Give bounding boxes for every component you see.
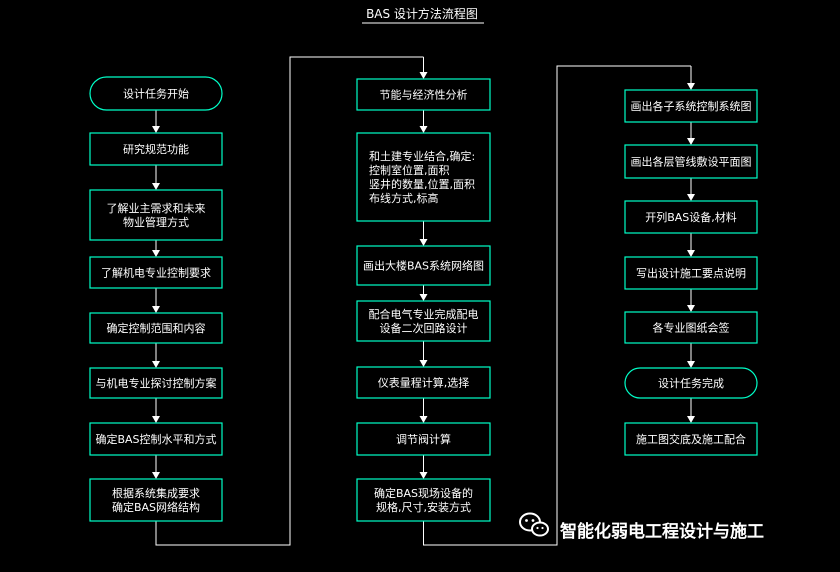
process-box	[624, 256, 758, 290]
node-label: 布线方式,标高	[369, 191, 439, 205]
node-label: 调节阀计算	[396, 432, 451, 446]
node-label: 仪表量程计算,选择	[378, 376, 470, 390]
node-label: 研究规范功能	[123, 142, 189, 156]
process-box	[89, 367, 223, 399]
flow-node: 仪表量程计算,选择	[356, 366, 491, 399]
terminal-shape	[624, 367, 758, 399]
flow-node: 画出各层管线敷设平面图	[624, 144, 758, 179]
flow-node: 研究规范功能	[89, 132, 223, 166]
node-label: 节能与经济性分析	[380, 88, 468, 102]
process-box	[356, 245, 491, 286]
node-label: 和土建专业结合,确定:	[369, 149, 475, 163]
process-box	[356, 422, 491, 456]
process-box	[89, 189, 223, 241]
node-label: 确定BAS现场设备的	[374, 486, 473, 500]
flow-node: 开列BAS设备,材料	[624, 200, 758, 234]
node-label: 根据系统集成要求	[112, 486, 200, 500]
flow-node: 了解机电专业控制要求	[89, 256, 223, 289]
node-label: 写出设计施工要点说明	[636, 266, 746, 280]
watermark-text: 智能化弱电工程设计与施工	[560, 521, 764, 542]
flow-node: 节能与经济性分析	[356, 78, 491, 111]
process-box	[356, 78, 491, 111]
process-box	[356, 132, 491, 222]
flow-node: 施工图交底及施工配合	[624, 422, 758, 456]
node-label: 配合电气专业完成配电	[369, 307, 479, 321]
process-box	[624, 200, 758, 234]
flow-node: 与机电专业探讨控制方案	[89, 367, 223, 399]
node-label: 了解业主需求和未来	[107, 201, 206, 215]
process-box	[356, 366, 491, 399]
column-connector-2-3	[423, 65, 691, 546]
flow-node: 调节阀计算	[356, 422, 491, 456]
node-label: 各专业图纸会签	[653, 321, 730, 335]
node-label: 设计任务完成	[658, 376, 724, 390]
wechat-icon	[519, 512, 549, 537]
connectors	[152, 56, 695, 546]
node-label: 与机电专业探讨控制方案	[96, 376, 217, 390]
node-label: 画出各子系统控制系统图	[631, 99, 752, 113]
process-box	[89, 478, 223, 522]
flow-node: 设计任务开始	[89, 76, 223, 111]
flow-node: 画出大楼BAS系统网络图	[356, 245, 491, 286]
flow-node: 各专业图纸会签	[624, 311, 758, 344]
process-box	[356, 478, 491, 522]
flow-node: 写出设计施工要点说明	[624, 256, 758, 290]
node-label: 物业管理方式	[123, 215, 189, 229]
node-label: 确定控制范围和内容	[107, 321, 206, 335]
diagram-title: BAS 设计方法流程图	[366, 6, 478, 21]
node-label: 设备二次回路设计	[380, 321, 468, 335]
process-box	[89, 312, 223, 344]
node-label: 竖井的数量,位置,面积	[369, 177, 475, 191]
process-box	[624, 422, 758, 456]
node-label: 规格,尺寸,安装方式	[376, 500, 471, 514]
process-box	[624, 311, 758, 344]
watermark: 智能化弱电工程设计与施工	[519, 512, 764, 542]
process-box	[89, 132, 223, 166]
flow-node: 确定BAS控制水平和方式	[89, 422, 223, 456]
process-box	[89, 256, 223, 289]
node-label: 了解机电专业控制要求	[101, 266, 211, 280]
node-label: 开列BAS设备,材料	[645, 210, 737, 224]
flow-nodes: 设计任务开始研究规范功能了解业主需求和未来物业管理方式了解机电专业控制要求确定控…	[89, 76, 758, 522]
flow-node: 画出各子系统控制系统图	[624, 89, 758, 123]
terminal-shape	[89, 76, 223, 111]
column-connector-1-2	[155, 56, 424, 546]
node-label: 确定BAS网络结构	[112, 500, 200, 514]
node-label: 确定BAS控制水平和方式	[95, 432, 216, 446]
process-box	[624, 89, 758, 123]
flow-node: 确定控制范围和内容	[89, 312, 223, 344]
process-box	[624, 144, 758, 179]
process-box	[89, 422, 223, 456]
node-label: 设计任务开始	[123, 87, 189, 101]
node-label: 画出大楼BAS系统网络图	[363, 259, 484, 273]
flow-node: 设计任务完成	[624, 367, 758, 399]
node-label: 画出各层管线敷设平面图	[631, 155, 752, 169]
node-label: 施工图交底及施工配合	[636, 432, 746, 446]
process-box	[356, 300, 491, 342]
node-label: 控制室位置,面积	[369, 163, 450, 177]
